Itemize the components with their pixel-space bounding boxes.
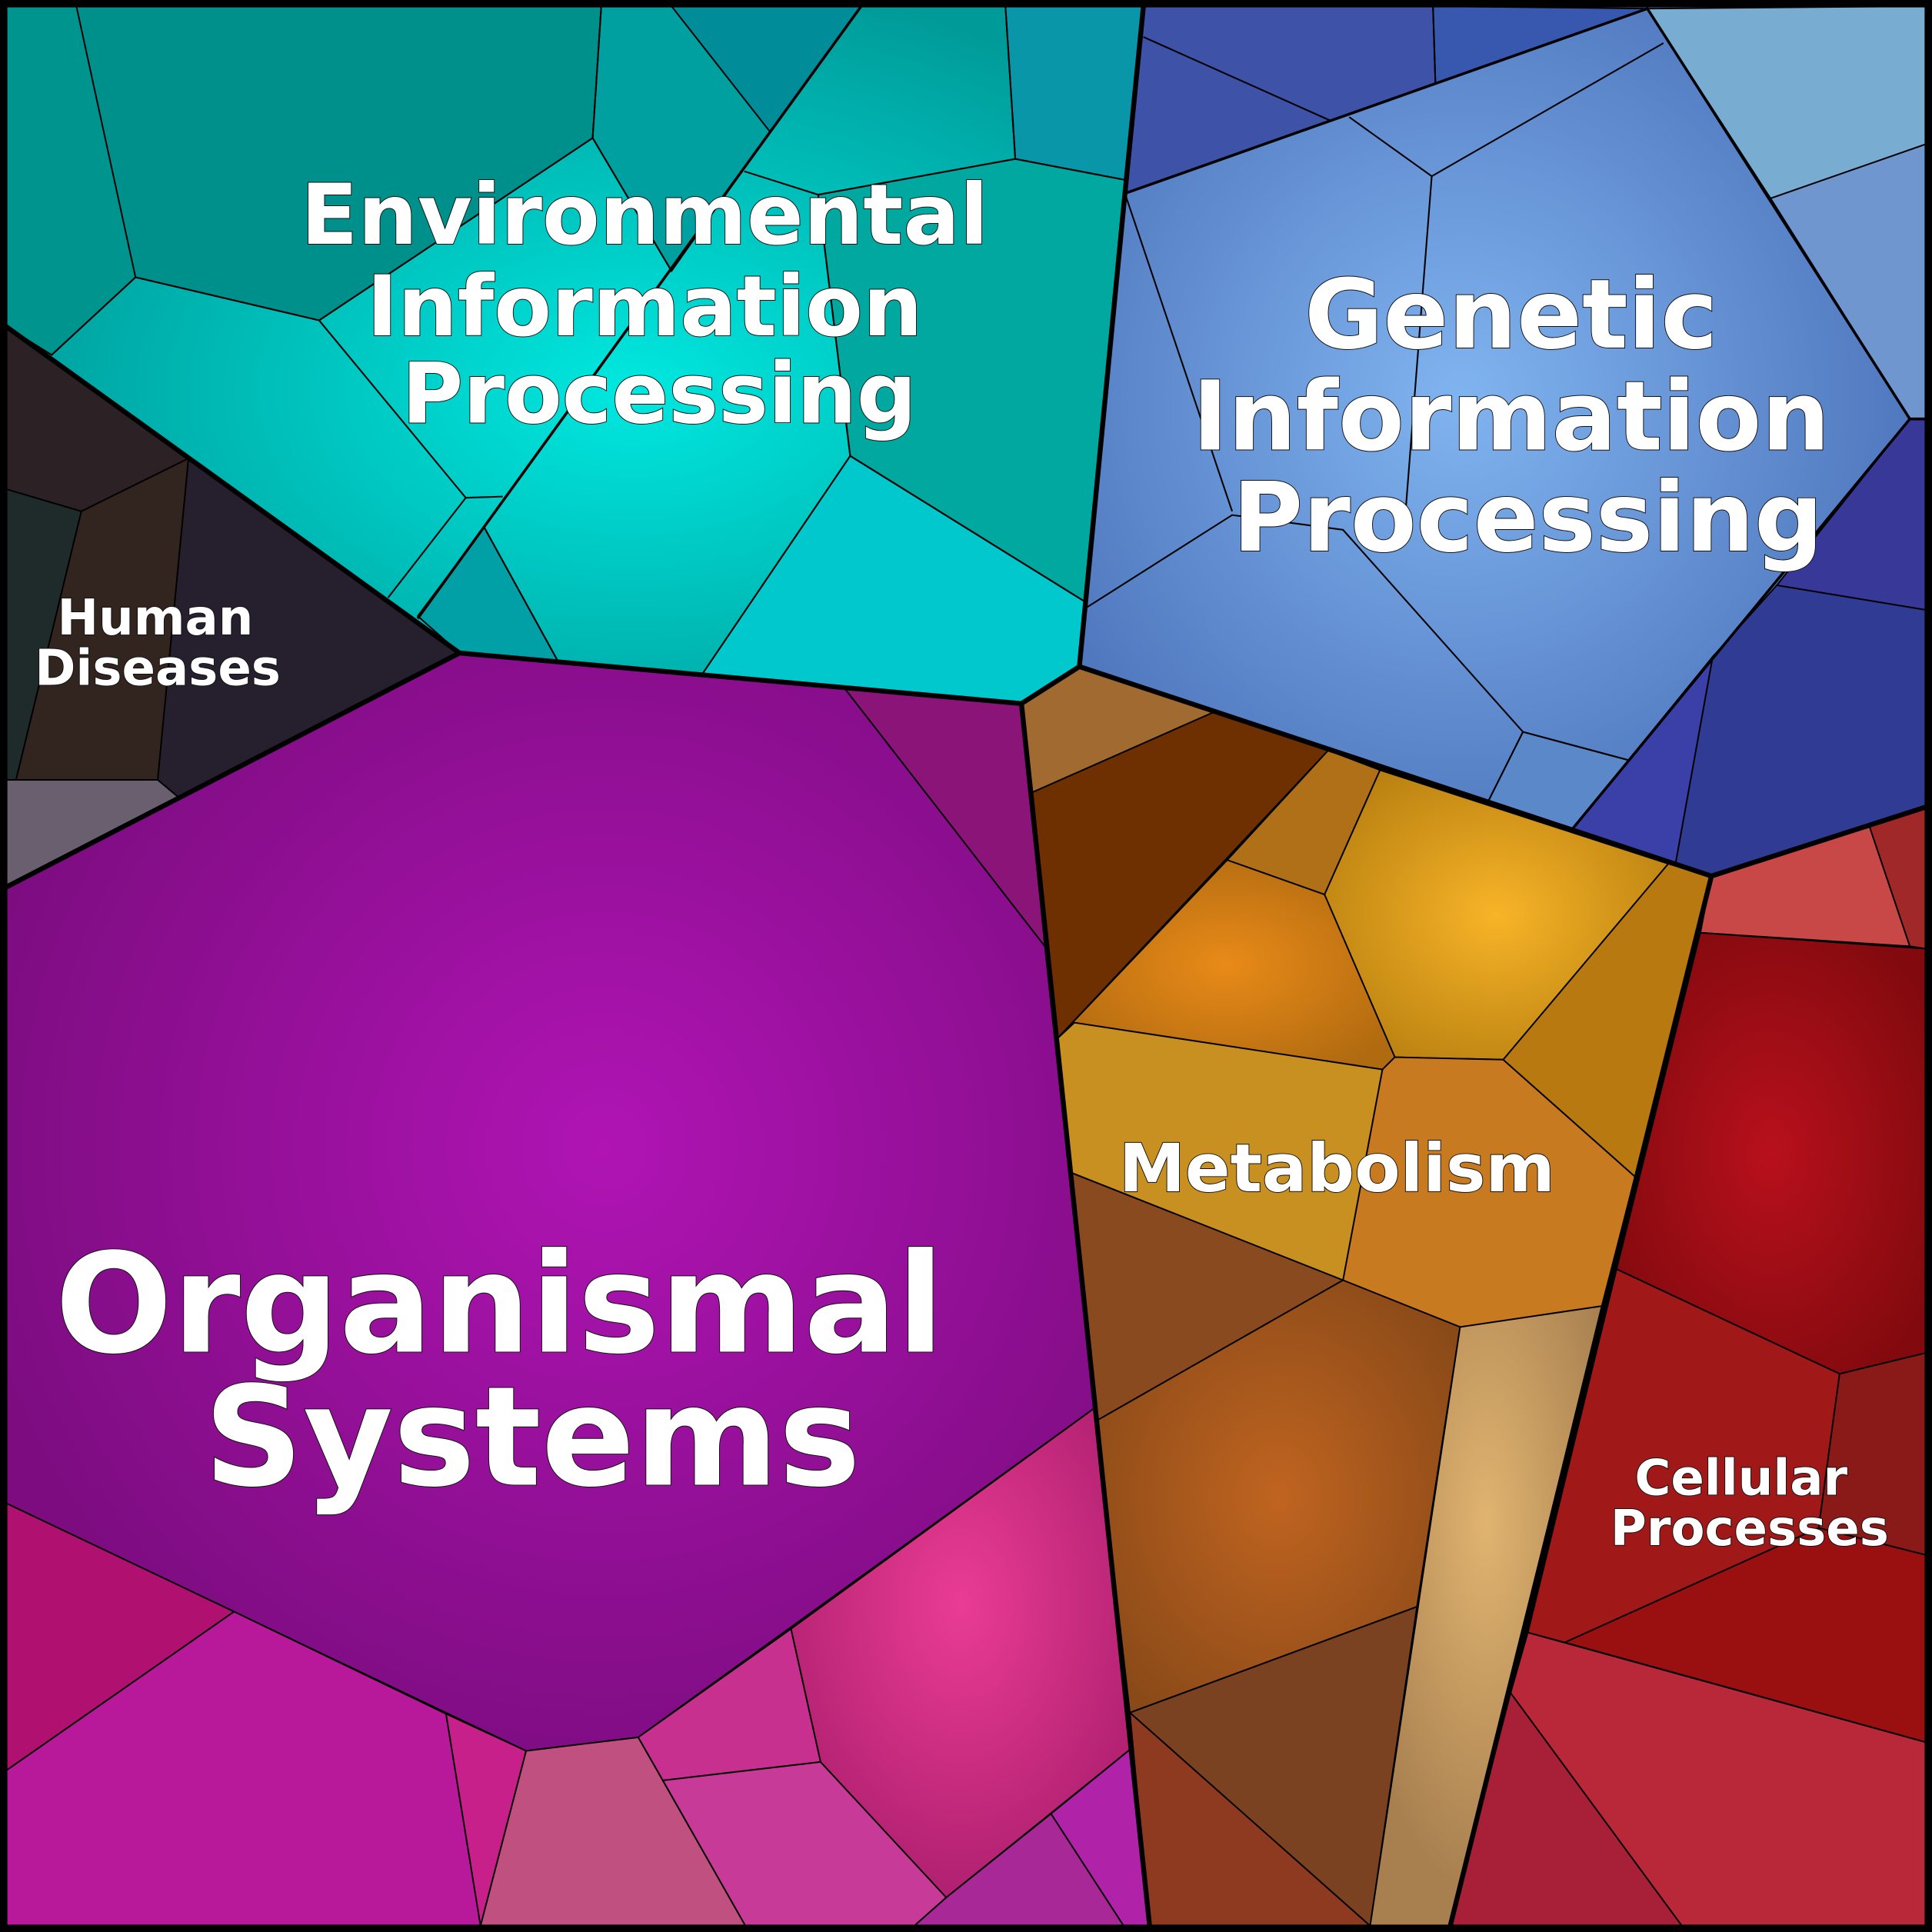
- label-cellular: Cellular Processes: [1611, 1450, 1889, 1557]
- region-metabolism[interactable]: [1021, 665, 1713, 1927]
- label-human-diseases: Human Diseases: [35, 590, 281, 698]
- region-human-diseases[interactable]: [5, 325, 461, 889]
- cell-borders: [51, 5, 1926, 831]
- label-metabolism: Metabolism: [1119, 1131, 1555, 1208]
- region-organismal[interactable]: [5, 652, 1151, 1927]
- region-cellular[interactable]: [1449, 806, 1927, 1927]
- label-organismal: Organismal Systems: [55, 1224, 992, 1517]
- label-environmental: Environmental Information Processing: [301, 166, 1018, 442]
- label-genetic: Genetic Information Processing: [1192, 259, 1864, 574]
